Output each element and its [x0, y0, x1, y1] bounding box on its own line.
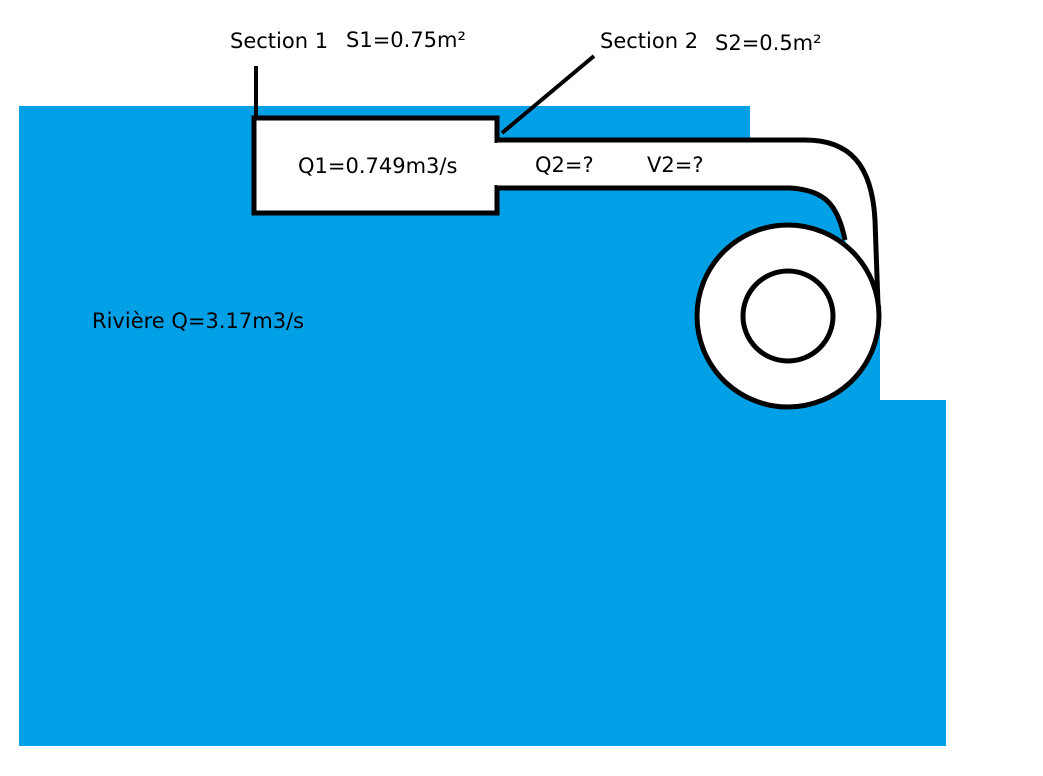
river-flow-label: Rivière Q=3.17m3/s	[92, 309, 305, 333]
section-1-area-label: S1=0.75m²	[346, 28, 466, 52]
turbine-wheel-inner	[740, 268, 836, 364]
river-water	[19, 106, 946, 746]
section-2-area-label: S2=0.5m²	[715, 31, 822, 55]
pipe-section-2-top-edge	[497, 137, 881, 306]
section-2-leader	[500, 54, 596, 135]
pipe-section-2	[497, 140, 879, 345]
pipe-section-1	[251, 115, 500, 216]
flow-q2-label: Q2=?	[535, 153, 594, 177]
pipe-section-2-bottom-edge	[497, 185, 848, 241]
velocity-v2-label: V2=?	[647, 153, 704, 177]
flow-q1-label: Q1=0.749m3/s	[298, 154, 458, 178]
section-1-label: Section 1	[230, 29, 329, 53]
section-2-label: Section 2	[600, 29, 699, 53]
